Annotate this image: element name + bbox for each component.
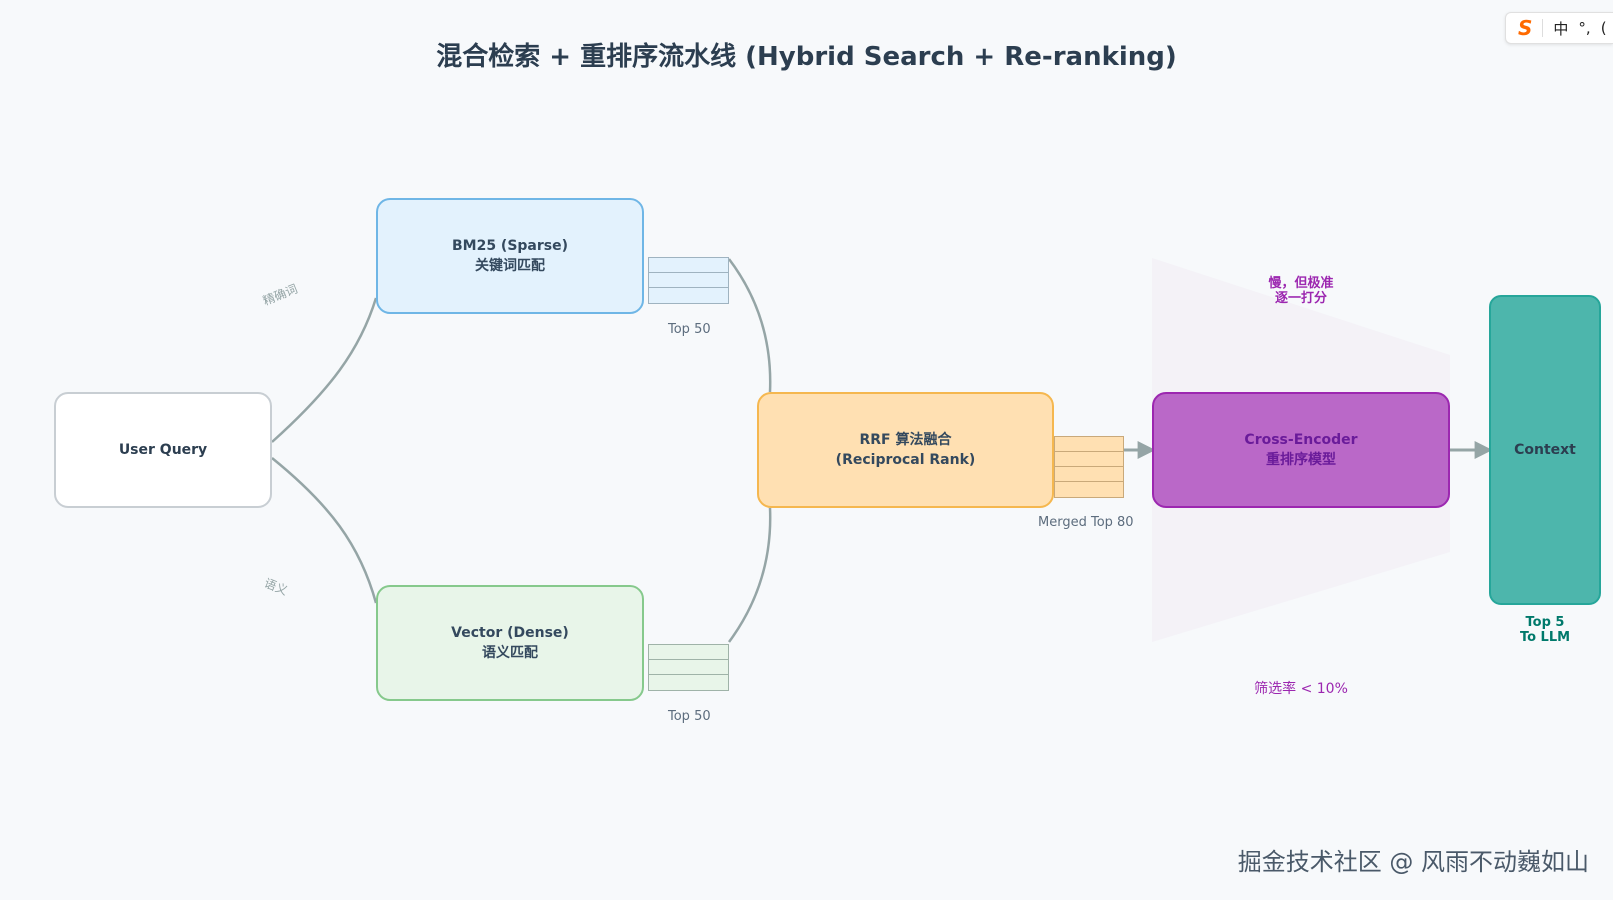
- watermark: 掘金技术社区 @ 风雨不动巍如山: [1237, 848, 1589, 876]
- sogou-logo-icon[interactable]: S: [1518, 16, 1533, 40]
- edge-query-bm25: [271, 297, 378, 443]
- edge-bm25-rrf: [728, 258, 772, 393]
- rrf-title: RRF 算法融合: [859, 432, 952, 448]
- merged-caption: Merged Top 80: [1038, 515, 1134, 530]
- vector-node: Vector (Dense) 语义匹配: [376, 585, 644, 701]
- rrf-node: RRF 算法融合 (Reciprocal Rank): [757, 392, 1054, 508]
- context-note: Top 5 To LLM: [1489, 615, 1601, 645]
- vector-top50-caption: Top 50: [668, 709, 711, 724]
- bm25-title: BM25 (Sparse): [451, 238, 569, 254]
- bm25-subtitle: 关键词匹配: [475, 258, 545, 274]
- cross-encoder-note: 慢，但极准 逐一打分: [1234, 276, 1368, 306]
- cross-encoder-subtitle: 重排序模型: [1266, 452, 1336, 468]
- ctx-note-line1: Top 5: [1525, 615, 1565, 630]
- vector-subtitle: 语义匹配: [482, 645, 538, 661]
- edge-vector-rrf: [727, 507, 772, 643]
- context-label: Context: [1514, 442, 1576, 458]
- cross-encoder-title: Cross-Encoder: [1244, 432, 1358, 448]
- vector-results-stack: [648, 644, 729, 691]
- ime-toolbar[interactable]: S 中 °, (: [1505, 12, 1613, 44]
- ctx-note-line2: To LLM: [1519, 630, 1571, 645]
- bm25-node: BM25 (Sparse) 关键词匹配: [376, 198, 644, 314]
- rrf-subtitle: (Reciprocal Rank): [835, 452, 976, 468]
- user-query-label: User Query: [118, 442, 208, 458]
- ce-note-line1: 慢，但极准: [1268, 276, 1334, 291]
- context-node: Context: [1489, 295, 1601, 605]
- diagram-title: 混合检索 + 重排序流水线 (Hybrid Search + Re-rankin…: [436, 42, 1177, 72]
- merged-results-stack: [1054, 436, 1124, 498]
- user-query-node: User Query: [54, 392, 272, 508]
- ce-note-line2: 逐一打分: [1274, 291, 1327, 306]
- vector-title: Vector (Dense): [451, 625, 569, 641]
- language-toggle[interactable]: 中: [1553, 19, 1569, 38]
- toolbar-more-icon[interactable]: (: [1600, 19, 1607, 37]
- filter-rate-note: 筛选率 < 10%: [1254, 681, 1348, 697]
- edge-query-vector: [271, 457, 378, 604]
- bm25-results-stack: [648, 257, 729, 304]
- toolbar-divider: [1542, 19, 1544, 37]
- punctuation-toggle[interactable]: °,: [1578, 19, 1591, 37]
- cross-encoder-node: Cross-Encoder 重排序模型: [1152, 392, 1450, 508]
- bm25-top50-caption: Top 50: [668, 322, 711, 337]
